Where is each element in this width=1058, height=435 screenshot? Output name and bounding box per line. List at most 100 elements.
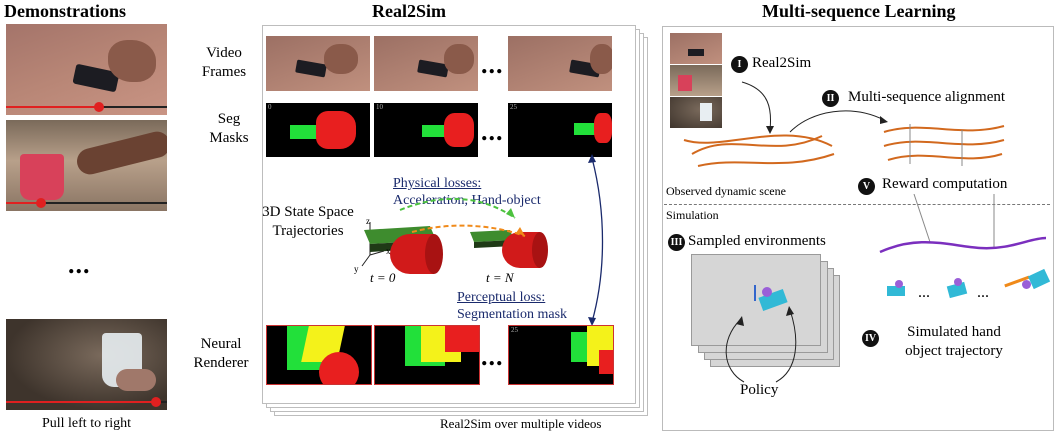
- progress-handle: [36, 198, 46, 208]
- progress-bar-remaining: [40, 202, 167, 204]
- render-frame-1: [266, 325, 372, 385]
- axis-label-y: y: [354, 264, 359, 274]
- initial-state-block: [364, 226, 443, 274]
- time-label-end: t = N: [486, 270, 514, 285]
- policy-label: Policy: [740, 382, 779, 398]
- thumb-phone: [670, 33, 722, 64]
- physical-losses-title: Physical losses:: [393, 176, 482, 191]
- step-label-real2sim: Real2Sim: [752, 55, 812, 71]
- step-numeral-v: V: [858, 178, 875, 195]
- real2sim-caption: Real2Sim over multiple videos: [440, 416, 602, 431]
- frame-number: 25: [510, 103, 517, 111]
- progress-bar-played: [6, 202, 40, 204]
- env-card-front: [691, 254, 821, 346]
- axis-label-z: z: [366, 216, 370, 226]
- observed-trajectories: [683, 81, 1005, 167]
- frame-number: 10: [376, 103, 383, 111]
- perceptual-loss-body: Segmentation mask: [457, 307, 568, 322]
- multi-sequence-title: Multi-sequence Learning: [762, 1, 956, 21]
- demo-ellipsis: ...: [68, 250, 91, 279]
- sim-arm: [754, 285, 756, 301]
- mask-hand-red: [316, 111, 356, 149]
- video-frame-1: [266, 36, 370, 91]
- loss-connector-arrow: [588, 154, 604, 326]
- label-neural-renderer: Neural Renderer: [193, 336, 249, 371]
- reward-curve: [879, 194, 1047, 254]
- frame-number: 0: [268, 103, 272, 111]
- progress-handle: [151, 397, 161, 407]
- sim-hand-purple: [895, 280, 903, 288]
- hand-shape: [590, 44, 612, 74]
- sim-ellipsis-1: ...: [918, 284, 930, 301]
- render-frame-2: [374, 325, 480, 385]
- hand-shape: [108, 40, 156, 82]
- seg-mask-2: 10: [374, 103, 478, 157]
- axis-label-x: x: [386, 246, 391, 256]
- progress-bar-remaining: [156, 401, 167, 403]
- mask-object-green: [290, 125, 320, 139]
- sim-thumb-2: [944, 276, 974, 300]
- policy-loop: [725, 306, 797, 383]
- phone-object: [295, 59, 327, 78]
- label-state-space: 3D State Space Trajectories: [262, 204, 354, 239]
- arm-shape: [74, 128, 167, 178]
- step-numeral-ii: II: [822, 90, 839, 107]
- multi-sequence-panel: [662, 26, 1054, 431]
- simulation-label: Simulation: [666, 208, 719, 222]
- phone-object: [688, 49, 704, 56]
- cup-object: [678, 75, 692, 91]
- render-frame-n: 25: [508, 325, 614, 385]
- traj-group-aligned: [883, 124, 1005, 166]
- state-trajectory-scene: [361, 197, 548, 274]
- video-frame-2: [374, 36, 478, 91]
- label-video-frames: Video Frames: [201, 45, 247, 80]
- step-numeral-iii: III: [668, 234, 685, 251]
- sim-object-cyan: [887, 286, 905, 296]
- demo-frame-phone: [6, 24, 167, 115]
- frame-number: 25: [511, 326, 518, 334]
- demonstrations-title: Demonstrations: [4, 1, 126, 21]
- step-label-alignment: Multi-sequence alignment: [848, 89, 1006, 105]
- mask-hand-red: [444, 113, 474, 147]
- hand-shape: [116, 369, 156, 391]
- thumb-glass: [670, 97, 722, 128]
- sim-object-cyan: [1027, 268, 1051, 290]
- mask-object-green: [422, 125, 448, 137]
- real2sim-title: Real2Sim: [372, 1, 446, 21]
- cup-object: [20, 154, 64, 200]
- step-label-simulated: Simulated hand object trajectory: [905, 324, 1003, 359]
- step-label-environments: Sampled environments: [688, 233, 826, 249]
- observed-scene-label: Observed dynamic scene: [666, 184, 786, 198]
- sim-hand-purple: [762, 287, 772, 297]
- demo-frame-glass: [6, 319, 167, 410]
- final-state-block: [470, 230, 548, 268]
- render-hand-red: [599, 350, 613, 374]
- seg-mask-1: 0: [266, 103, 370, 157]
- simulation-divider: [664, 204, 1050, 205]
- video-frame-n: [508, 36, 612, 91]
- sim-thumb-3: [1002, 268, 1051, 302]
- seg-mask-n: 25: [508, 103, 612, 157]
- demo-frame-cup: [6, 120, 167, 211]
- label-seg-masks: Seg Masks: [209, 111, 249, 146]
- seg-masks-ellipsis: ...: [481, 117, 504, 146]
- render-hand-red: [445, 326, 479, 352]
- video-frames-ellipsis: ...: [481, 50, 504, 79]
- perceptual-loss-title: Perceptual loss:: [457, 290, 546, 305]
- demo-caption: Pull left to right: [41, 416, 132, 431]
- hand-shape: [444, 44, 474, 74]
- step-label-reward: Reward computation: [882, 176, 1008, 192]
- step-numeral-iv: IV: [862, 330, 879, 347]
- trajectory-arrow-orange: [411, 224, 526, 237]
- render-hand-red: [319, 352, 359, 384]
- mask-hand-red: [594, 113, 612, 143]
- time-label-start: t = 0: [370, 270, 396, 285]
- mask-object-green: [574, 123, 598, 135]
- trajectory-arrow-green: [399, 197, 516, 219]
- hand-shape: [324, 44, 358, 74]
- progress-bar-played: [6, 106, 98, 108]
- glass-object: [700, 103, 712, 121]
- progress-bar-played: [6, 401, 156, 403]
- progress-handle: [94, 102, 104, 112]
- progress-bar-remaining: [98, 106, 167, 108]
